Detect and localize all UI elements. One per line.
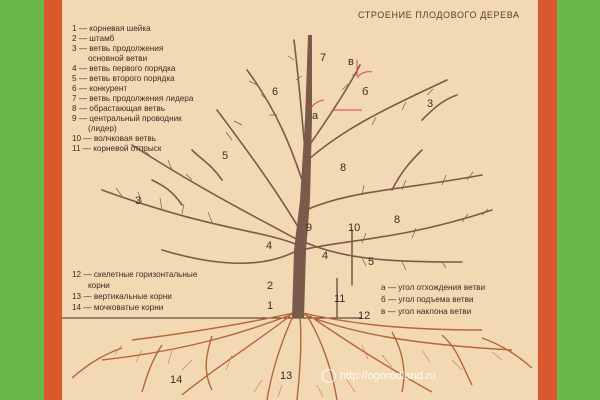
legend-item: 7 — ветвь продолжения лидера [72, 94, 194, 103]
label-2: 2 [267, 280, 274, 292]
legend-item: (лидер) [88, 124, 117, 133]
label-4-right: 4 [322, 250, 329, 262]
label-angle-v: в [348, 56, 354, 68]
angles-legend: а — угол отхождения ветви б — угол подъе… [381, 282, 538, 318]
label-4-left: 4 [266, 240, 273, 252]
legend-item: б — угол подъема ветви [381, 295, 474, 304]
legend-item: основной ветви [88, 54, 148, 63]
label-8-right: 8 [394, 214, 401, 226]
label-7: 7 [320, 52, 327, 64]
roots-legend: 12 — скелетные горизонтальные корни 13 —… [72, 269, 237, 313]
label-12: 12 [358, 310, 371, 322]
branches [101, 39, 493, 286]
label-14: 14 [170, 374, 183, 386]
legend-item: 8 — обрастающая ветвь [72, 104, 165, 113]
label-13: 13 [280, 370, 293, 382]
label-5-right: 5 [368, 256, 375, 268]
legend-item: 3 — ветвь продолжения [72, 44, 164, 53]
legend-item: в — угол наклона ветви [381, 307, 472, 316]
roots [71, 311, 533, 400]
tree-trunk [292, 35, 312, 318]
legend-item: корни [88, 281, 110, 290]
legend-item: 14 — мочковатые корни [72, 303, 164, 312]
label-3-left: 3 [135, 195, 142, 207]
legend-item: 9 — центральный проводник [72, 114, 182, 123]
fibrous-roots [113, 344, 503, 398]
legend-item: 11 — корневой отпрыск [72, 144, 162, 153]
label-1: 1 [267, 300, 274, 312]
legend-item: 12 — скелетные горизонтальные [72, 270, 198, 279]
legend-item: 1 — корневая шейка [72, 24, 151, 33]
label-5-left: 5 [222, 150, 229, 162]
label-11: 11 [334, 293, 346, 305]
legend-item: 10 — волчковая ветвь [72, 134, 156, 143]
label-8-top: 8 [340, 162, 347, 174]
diagram-paper: СТРОЕНИЕ ПЛОДОВОГО ДЕРЕВА 1 — корневая ш… [62, 0, 538, 400]
angle-arcs [309, 60, 373, 111]
legend-item: 6 — конкурент [72, 84, 128, 93]
legend-item: 2 — штамб [72, 34, 115, 43]
label-3-right: 3 [427, 98, 434, 110]
label-angle-b: б [362, 86, 369, 98]
globe-icon [322, 369, 336, 383]
label-6: 6 [272, 86, 279, 98]
label-9: 9 [306, 222, 313, 234]
twigs [115, 55, 489, 271]
legend-item: 4 — ветвь первого порядка [72, 64, 176, 73]
legend-item: 13 — вертикальные корни [72, 292, 172, 301]
legend-item: а — угол отхождения ветви [381, 283, 486, 292]
tree-illustration [62, 35, 533, 400]
watermark-url: http://ogorodland.ru [340, 370, 436, 382]
label-10: 10 [348, 222, 361, 234]
label-angle-a: а [312, 110, 319, 122]
branch-legend: 1 — корневая шейка 2 — штамб 3 — ветвь п… [72, 24, 237, 154]
legend-item: 5 — ветвь второго порядка [72, 74, 175, 83]
diagram-title: СТРОЕНИЕ ПЛОДОВОГО ДЕРЕВА [358, 10, 520, 20]
